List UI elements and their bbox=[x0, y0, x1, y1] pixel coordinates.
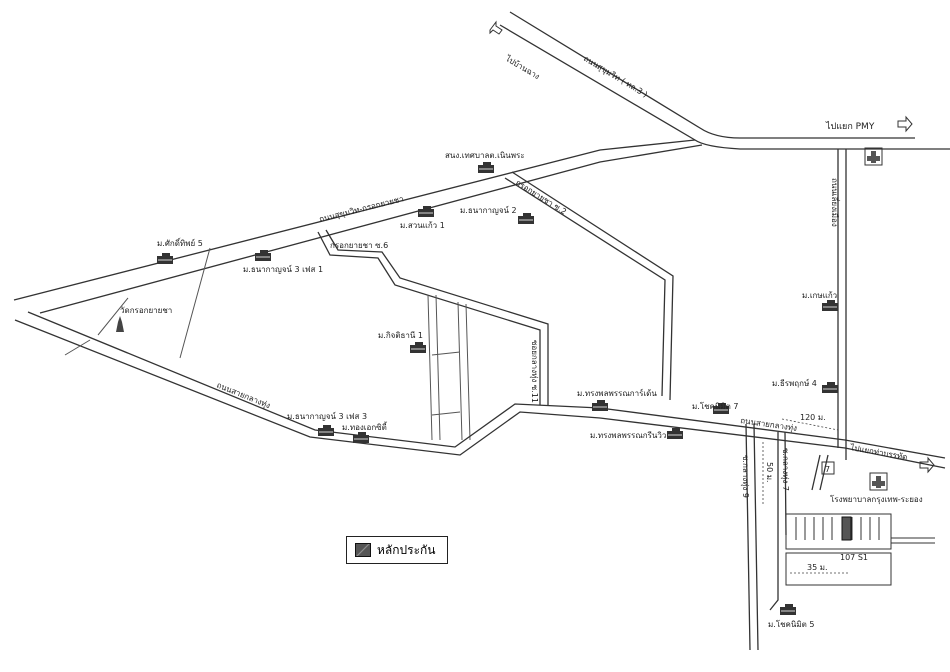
road-label: ซอยกลางทุ่ง ซ.11 bbox=[530, 340, 539, 403]
road-sukhumvit-krok bbox=[13, 139, 703, 314]
road-label: ซ.กลางทุ่ง 9 bbox=[741, 455, 750, 498]
arrow-bottom-right-icon bbox=[919, 456, 935, 474]
place-label: ม.เกษแก้ว bbox=[802, 291, 837, 300]
collateral-swatch-icon bbox=[355, 543, 371, 557]
road-label: ถนนสายกลางทุ่ง bbox=[215, 381, 271, 411]
place-label: ม.ธนากาญจน์ 2 bbox=[460, 205, 517, 215]
road-krok-soi2 bbox=[504, 177, 666, 397]
temple-boundary bbox=[64, 247, 211, 359]
road-krok-soi6 bbox=[317, 231, 541, 405]
place-label: ม.ธีรพฤกษ์ 4 bbox=[772, 378, 817, 388]
temple-icon bbox=[116, 316, 124, 332]
building-icons bbox=[156, 161, 839, 616]
road-krok-soi2-edge bbox=[511, 171, 674, 401]
road-label: กรอกยายชา ซ.2 bbox=[514, 178, 568, 216]
place-label: ม.สวนแก้ว 1 bbox=[400, 221, 445, 230]
place-label: สนง.เทศบาลต.เนินพระ bbox=[445, 151, 525, 160]
road-label: ถนนเลี่ยงเมือง bbox=[830, 178, 841, 227]
collateral-plot bbox=[841, 516, 852, 541]
road-label: ซ.กลางทุ่ง 7 bbox=[781, 448, 790, 491]
measurement-label: 107 S1 bbox=[840, 553, 868, 562]
seven-eleven-icon: 7 bbox=[821, 461, 835, 475]
road-hospital-access bbox=[811, 454, 829, 491]
place-label: ม.ธนากาญจน์ 3 เฟส 1 bbox=[243, 264, 323, 274]
map-legend: หลักประกัน bbox=[346, 536, 448, 564]
place-label: ม.ธนากาญจน์ 3 เฟส 3 bbox=[287, 411, 367, 421]
measurement-label: 120 ม. bbox=[800, 413, 826, 422]
legend-label: หลักประกัน bbox=[377, 542, 436, 557]
road-right-vertical bbox=[837, 149, 847, 460]
measurement-label: 50 ม. bbox=[765, 462, 774, 483]
direction-label: ไปบ้านฉาง bbox=[503, 53, 541, 81]
arrow-right-icon bbox=[897, 115, 913, 133]
red-cross-icon bbox=[864, 147, 883, 166]
place-label: ม.ทรงพลพรรณกรีนวิว bbox=[590, 431, 666, 440]
place-label: ม.โชคนิมิต 5 bbox=[768, 619, 814, 629]
red-cross-icon bbox=[869, 472, 888, 491]
arrow-top-left-icon bbox=[489, 20, 503, 35]
place-label: ม.ทองเอกซิตี้ bbox=[342, 421, 388, 432]
place-label: ม.กิจติธานี 1 bbox=[378, 331, 423, 340]
road-klangthung bbox=[14, 311, 946, 469]
dim-120 bbox=[781, 418, 839, 431]
direction-label: ไปแยก PMY bbox=[825, 121, 875, 132]
place-label: โรงพยาบาลกรุงเทพ-ระยอง bbox=[830, 494, 923, 504]
measurement-label: 35 ม. bbox=[807, 563, 828, 572]
road-label: ถนนสุขุมวิท-กรอกยายชา bbox=[318, 194, 404, 224]
place-label: วัดกรอกยายชา bbox=[120, 306, 172, 315]
road-south-sois bbox=[745, 423, 787, 651]
inner-roads bbox=[427, 294, 471, 441]
plot-block bbox=[785, 513, 935, 586]
place-label: ม.ทรงพลพรรณการ์เด้น bbox=[577, 388, 657, 398]
road-krok-soi6-edge bbox=[325, 229, 549, 405]
svg-text:7: 7 bbox=[825, 465, 830, 474]
place-label: ม.โชคนิมิต 7 bbox=[692, 401, 738, 411]
place-label: ม.ศักดิ์ทิพย์ 5 bbox=[157, 237, 203, 248]
road-label: กรอกยายชา ซ.6 bbox=[330, 241, 388, 250]
road-sukhumvit-hwy3 bbox=[499, 11, 950, 150]
